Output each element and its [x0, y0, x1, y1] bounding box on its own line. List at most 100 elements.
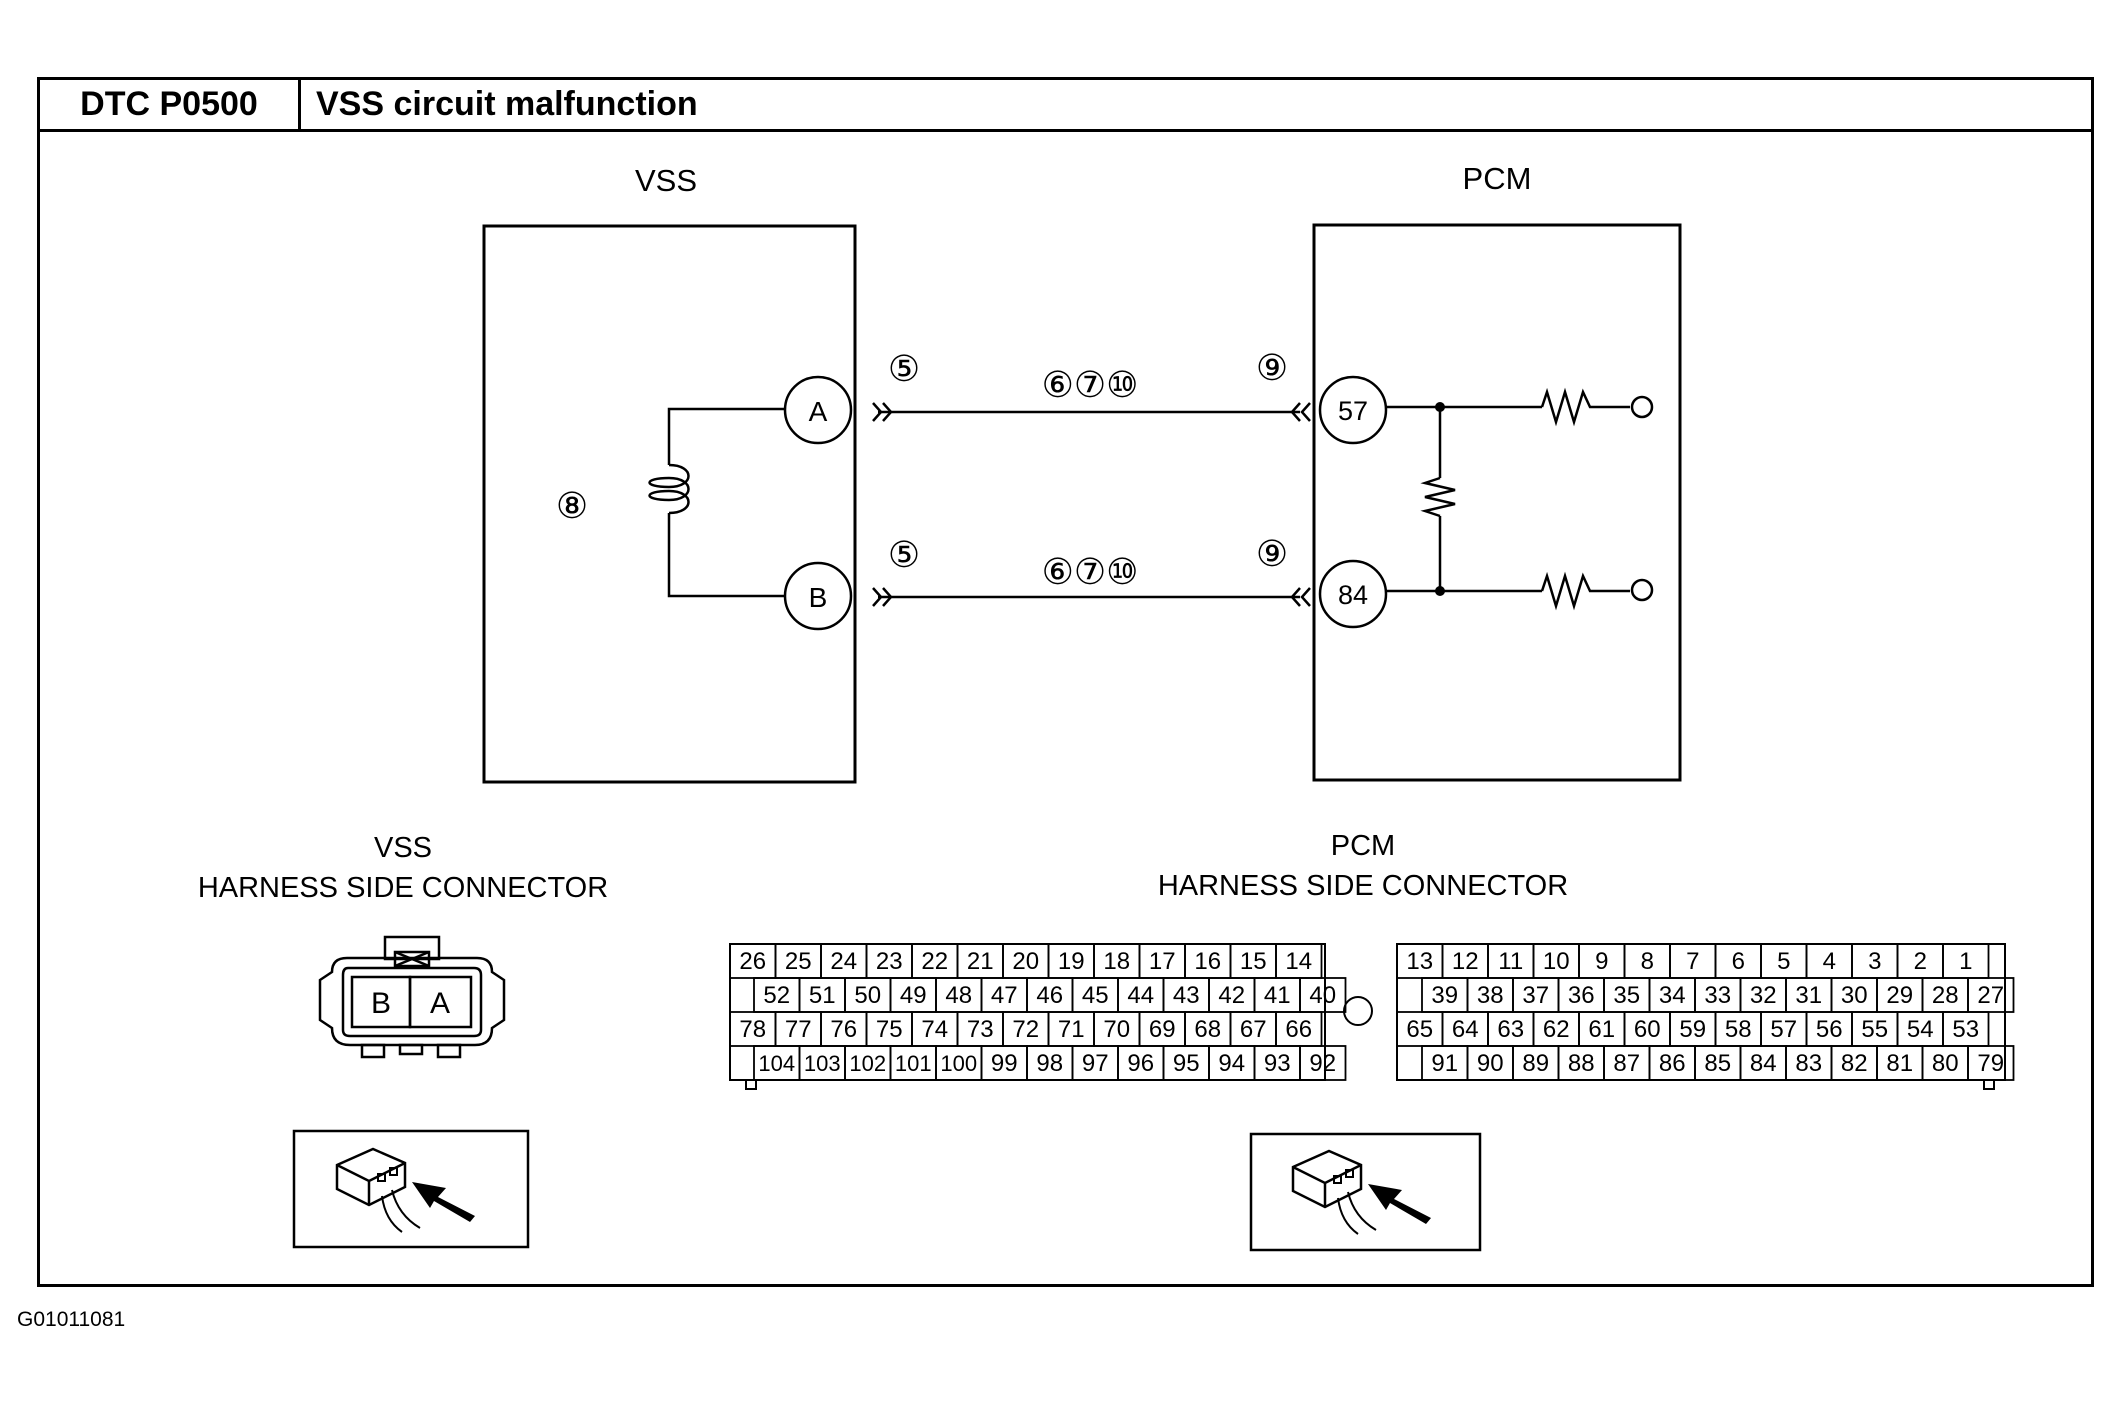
pcm-pin-number: 76: [830, 1016, 857, 1043]
wire-ref-pcm-bottom: ⑨: [1256, 533, 1288, 574]
diagram-frame: DTC P0500 VSS circuit malfunction: [37, 77, 2094, 1287]
pcm-pin-number: 33: [1704, 982, 1731, 1009]
dtc-code: DTC P0500: [40, 80, 301, 129]
coil-symbol: [648, 407, 785, 598]
pcm-pin-number: 14: [1285, 948, 1312, 975]
pcm-pin-number: 72: [1012, 1016, 1039, 1043]
pcm-pin-number: 24: [830, 948, 857, 975]
pcm-pin-number: 45: [1082, 982, 1109, 1009]
pcm-pin-number: 47: [991, 982, 1018, 1009]
pcm-pin-number: 50: [854, 982, 881, 1009]
pullup-resistor-bottom: [1540, 571, 1630, 611]
pcm-pin-number: 43: [1173, 982, 1200, 1009]
wire-ref-vss-bottom: ⑤: [888, 534, 920, 575]
pcm-pin-number: 74: [921, 1016, 948, 1043]
pcm-pin-number: 21: [967, 948, 994, 975]
pcm-pin-number: 3: [1868, 948, 1881, 975]
junction-dot-top: [1435, 402, 1445, 412]
pcm-pin-number: 70: [1103, 1016, 1130, 1043]
pcm-pin-number: 39: [1431, 982, 1458, 1009]
pcm-pin-number: 77: [785, 1016, 812, 1043]
pcm-pin-number: 10: [1543, 948, 1570, 975]
connector-chevron-b: [872, 587, 893, 607]
pcm-pin-number: 65: [1406, 1016, 1433, 1043]
pcm-pin-number: 28: [1932, 982, 1959, 1009]
pcm-pin-number: 66: [1285, 1016, 1312, 1043]
vss-pin-a: A: [809, 396, 828, 427]
pcm-pin-number: 59: [1679, 1016, 1706, 1043]
pcm-pin-number: 22: [921, 948, 948, 975]
pcm-pin-number: 6: [1732, 948, 1745, 975]
pcm-pin-number: 84: [1750, 1050, 1777, 1077]
pcm-pin-number: 16: [1194, 948, 1221, 975]
pcm-pin-number: 4: [1823, 948, 1836, 975]
pcm-pin-cell: [1967, 977, 2015, 1013]
pcm-pin-number: 31: [1795, 982, 1822, 1009]
pcm-pin-number: 63: [1497, 1016, 1524, 1043]
pcm-pin-57-circle: [1318, 375, 1388, 445]
signal-wires: [872, 402, 1311, 607]
pcm-pin-number: 2: [1914, 948, 1927, 975]
pcm-pin-number: 60: [1634, 1016, 1661, 1043]
pcm-pin-number: 56: [1816, 1016, 1843, 1043]
pcm-internal-circuit: [1386, 387, 1630, 611]
pcm-pin-number: 18: [1103, 948, 1130, 975]
pcm-pin-number: 80: [1932, 1050, 1959, 1077]
pcm-pin-number: 99: [991, 1050, 1018, 1077]
pcm-pin-number: 53: [1952, 1016, 1979, 1043]
pcm-pin-number: 82: [1841, 1050, 1868, 1077]
pcm-pin-number: 15: [1240, 948, 1267, 975]
pcm-pin-number: 12: [1452, 948, 1479, 975]
wire-ref-pcm-top: ⑨: [1256, 347, 1288, 388]
pcm-pin-number: 49: [900, 982, 927, 1009]
pcm-pin-number: 75: [876, 1016, 903, 1043]
pcm-pin-number: 89: [1522, 1050, 1549, 1077]
pcm-pin-number: 61: [1588, 1016, 1615, 1043]
pcm-pin-number: 91: [1431, 1050, 1458, 1077]
pcm-pin-cell: [1299, 977, 1347, 1013]
diagram-title: VSS circuit malfunction: [316, 85, 698, 123]
pcm-pin-cell: [1299, 1045, 1347, 1081]
pcm-pin-number: 94: [1218, 1050, 1245, 1077]
pcm-pin-number: 85: [1704, 1050, 1731, 1077]
wire-ref-middle-bottom: ⑥⑦⑩: [1042, 551, 1139, 592]
pcm-pin-number: 30: [1841, 982, 1868, 1009]
pcm-connector-key: [1343, 996, 1373, 1026]
pcm-pin-number: 11: [1498, 948, 1523, 975]
pcm-pin-number: 54: [1907, 1016, 1934, 1043]
vss-title: VSS: [635, 163, 697, 198]
connector-view-icon-right: [1249, 1132, 1482, 1252]
pcm-pin-number: 25: [785, 948, 812, 975]
pcm-pin-number: 78: [739, 1016, 766, 1043]
pcm-pin-number: 103: [804, 1051, 841, 1076]
connector-chevron-84: [1290, 587, 1311, 607]
pcm-pin-number: 83: [1795, 1050, 1822, 1077]
pcm-pin-84-circle: [1318, 559, 1388, 629]
junction-dot-bottom: [1435, 586, 1445, 596]
connector-view-icon-left: [292, 1129, 530, 1249]
vss-box: [482, 224, 857, 784]
pcm-pin-number: 95: [1173, 1050, 1200, 1077]
pcm-pin-number: 87: [1613, 1050, 1640, 1077]
pcm-pin-number: 32: [1750, 982, 1777, 1009]
pcm-pin-number: 46: [1036, 982, 1063, 1009]
pcm-pin-number: 100: [940, 1051, 977, 1076]
pcm-pin-number: 81: [1886, 1050, 1913, 1077]
pcm-pin-84: 84: [1338, 580, 1368, 610]
wire-ref-middle-top: ⑥⑦⑩: [1042, 364, 1139, 405]
pcm-pin-number: 58: [1725, 1016, 1752, 1043]
wire-ref-vss-top: ⑤: [888, 348, 920, 389]
pcm-pin-number: 86: [1659, 1050, 1686, 1077]
pcm-pin-number: 96: [1127, 1050, 1154, 1077]
pcm-pin-number: 98: [1036, 1050, 1063, 1077]
pcm-pin-number: 27: [1977, 982, 2004, 1009]
pcm-pin-number: 38: [1477, 982, 1504, 1009]
pcm-pin-number: 26: [739, 948, 766, 975]
pcm-pin-number: 44: [1127, 982, 1154, 1009]
pcm-pin-number: 41: [1264, 982, 1291, 1009]
pcm-pin-number: 9: [1595, 948, 1608, 975]
pcm-pin-number: 20: [1012, 948, 1039, 975]
connector-chevron-57: [1290, 402, 1311, 422]
pcm-pin-number: 104: [758, 1051, 795, 1076]
